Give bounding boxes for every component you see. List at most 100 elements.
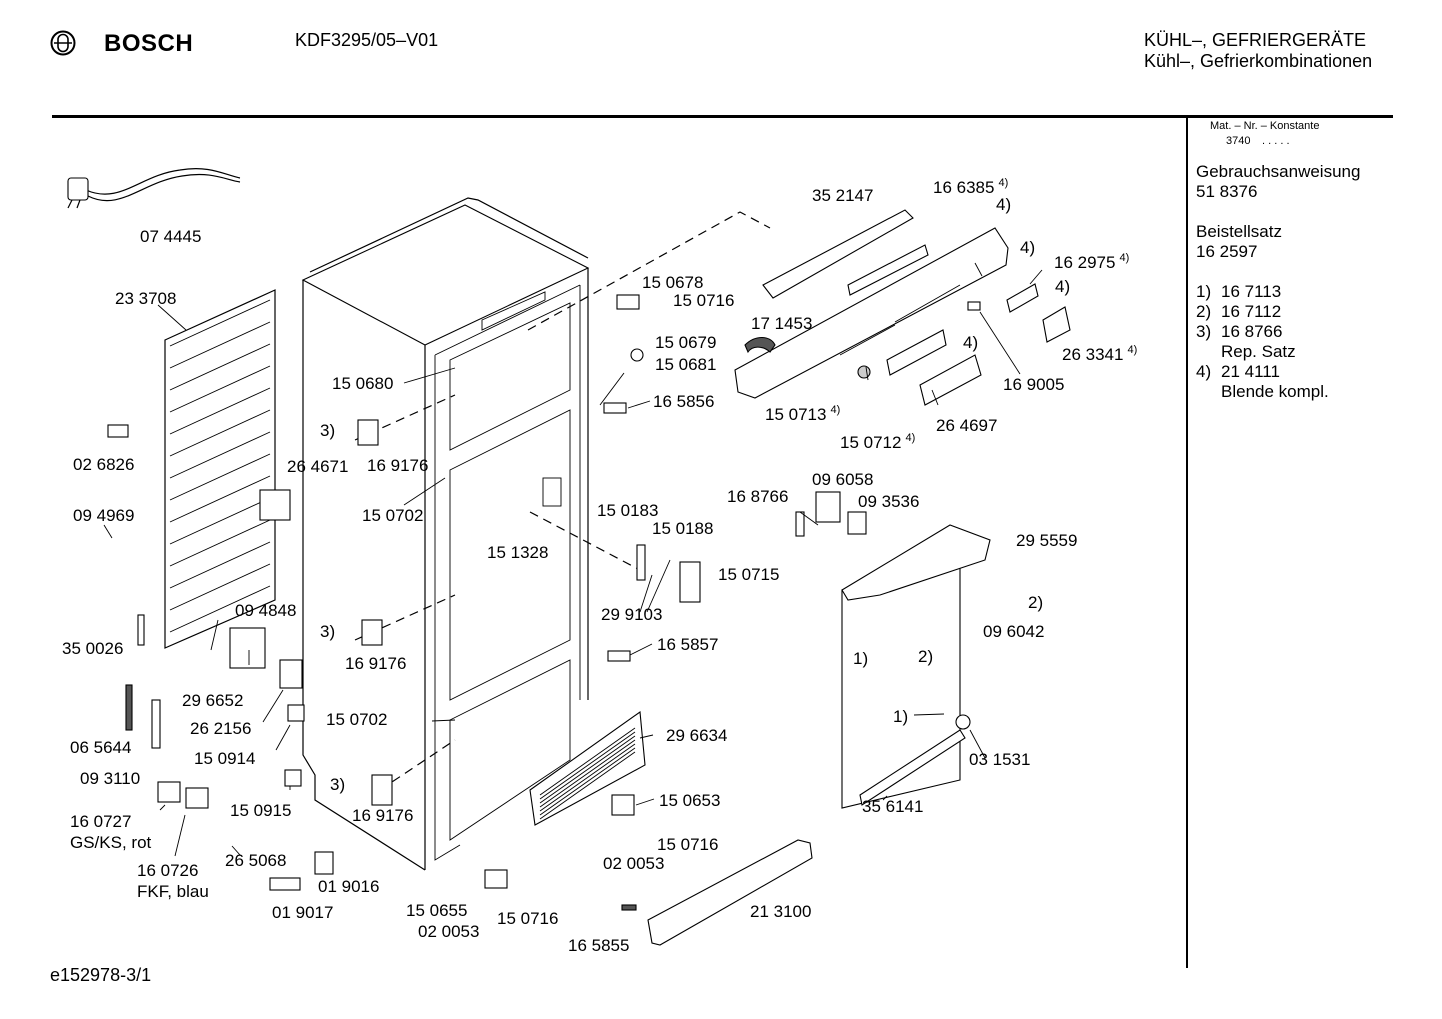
category-title: KÜHL–, GEFRIERGERÄTE xyxy=(1144,30,1367,50)
part-number-label: 26 2156 xyxy=(190,719,251,738)
note-number: 16 7112 xyxy=(1221,302,1282,321)
reference-mark: 1) xyxy=(853,649,868,668)
reference-mark: 2) xyxy=(918,647,933,666)
part-number-label: 16 9176 xyxy=(367,456,428,475)
manual-number: 51 8376 xyxy=(1196,182,1258,201)
part-number-label: 09 6058 xyxy=(812,470,873,489)
rear-cover xyxy=(841,524,991,809)
part-number-label: 09 3110 xyxy=(80,769,140,788)
mat-label: Mat. – Nr. – Konstante xyxy=(1210,120,1320,132)
part-number-label: 02 6826 xyxy=(73,455,134,474)
part-number-label: 35 6141 xyxy=(862,797,923,816)
note-number: 16 8766 xyxy=(1221,322,1283,341)
part-number-label: 16 0727 xyxy=(70,812,131,831)
footnote-marker: 4) xyxy=(905,432,915,444)
note-mark: 2) xyxy=(1196,302,1212,321)
part-number-label: 15 0653 xyxy=(659,791,720,810)
reference-mark: 4) xyxy=(1020,238,1035,257)
part-number-label: 35 0026 xyxy=(62,639,123,658)
part-number-label: 15 0183 xyxy=(597,501,658,520)
part-number-label: 15 0716 xyxy=(657,835,718,854)
model-number: KDF3295/05–V01 xyxy=(295,30,439,50)
part-number-label: 29 5559 xyxy=(1016,531,1077,550)
part-number-label: 02 0053 xyxy=(603,854,664,873)
part-number-label: 16 8766 xyxy=(727,487,788,506)
part-number-label: 01 9016 xyxy=(318,877,379,896)
power-cord xyxy=(67,168,241,209)
part-number-label: 09 4848 xyxy=(235,601,296,620)
part-number-label: 15 0915 xyxy=(230,801,291,820)
header-rule xyxy=(52,115,1393,118)
mat-value: 3740 xyxy=(1226,135,1251,147)
part-number-label: 16 5855 xyxy=(568,936,629,955)
part-number-label: 02 0053 xyxy=(418,922,479,941)
part-number-label: 16 9176 xyxy=(345,654,406,673)
footnote-marker: 4) xyxy=(830,404,840,416)
note-number: 16 7113 xyxy=(1221,282,1282,301)
part-number-label: 15 0702 xyxy=(326,710,387,729)
reference-mark: 4) xyxy=(1055,277,1070,296)
part-number-label: 16 5857 xyxy=(657,635,718,654)
part-number-label: 15 0681 xyxy=(655,355,716,374)
part-number-label: 15 0680 xyxy=(332,374,393,393)
part-number-label: 03 1531 xyxy=(969,750,1030,769)
part-number-label: 29 6652 xyxy=(182,691,243,710)
part-number-label: 16 6385 xyxy=(933,178,994,197)
part-number-label: 16 0726 xyxy=(137,861,198,880)
part-number-label: 15 0188 xyxy=(652,519,713,538)
part-number-label: 21 3100 xyxy=(750,902,811,921)
part-labels: 07 4445 23 3708 02 6826 09 4969 26 4671 15 06… xyxy=(62,177,1137,955)
note-text: Blende kompl. xyxy=(1221,382,1329,401)
control-panel xyxy=(734,209,1071,406)
mat-dots: . . . . . xyxy=(1262,135,1290,147)
part-number-label: 16 5856 xyxy=(653,392,714,411)
footnote-marker: 4) xyxy=(1119,252,1129,264)
category-subtitle: Kühl–, Gefrierkombinationen xyxy=(1144,51,1373,71)
part-number-label: 26 3341 xyxy=(1062,345,1123,364)
part-number-label: 15 1328 xyxy=(487,543,548,562)
part-number-label: 15 0715 xyxy=(718,565,779,584)
reference-mark: 1) xyxy=(893,707,908,726)
footnote-marker: 4) xyxy=(998,177,1008,189)
part-number-label: 09 3536 xyxy=(858,492,919,511)
note-text: Rep. Satz xyxy=(1221,342,1296,361)
small-parts xyxy=(107,294,981,911)
part-number-label: 15 0702 xyxy=(362,506,423,525)
part-number-label: 16 9176 xyxy=(352,806,413,825)
note-mark: 1) xyxy=(1196,282,1212,301)
part-number-label: 26 4671 xyxy=(287,457,348,476)
drawing-id: e152978-3/1 xyxy=(50,965,152,985)
part-number-label: 15 0679 xyxy=(655,333,716,352)
manual-label: Gebrauchsanweisung xyxy=(1196,162,1361,181)
part-number-label: 15 0716 xyxy=(673,291,734,310)
part-number-label: 17 1453 xyxy=(751,314,812,333)
reference-mark: 2) xyxy=(1028,593,1043,612)
reference-mark: 4) xyxy=(963,333,978,352)
part-number-label: FKF, blau xyxy=(137,882,209,901)
kit-number: 16 2597 xyxy=(1196,242,1258,261)
leader-lines xyxy=(103,262,1043,857)
part-number-label: 15 0716 xyxy=(497,909,558,928)
condenser xyxy=(164,289,276,649)
part-number-label: GS/KS, rot xyxy=(70,833,152,852)
part-number-label: 15 0655 xyxy=(406,901,467,920)
part-number-label: 15 0713 xyxy=(765,405,826,424)
part-number-label: 06 5644 xyxy=(70,738,131,757)
part-number-label: 09 4969 xyxy=(73,506,134,525)
part-number-label: 07 4445 xyxy=(140,227,201,246)
kit-label: Beistellsatz xyxy=(1196,222,1282,241)
bosch-logo-icon xyxy=(50,30,76,56)
part-number-label: 23 3708 xyxy=(115,289,176,308)
part-number-label: 16 9005 xyxy=(1003,375,1064,394)
reference-mark: 3) xyxy=(320,421,335,440)
part-number-label: 01 9017 xyxy=(272,903,333,922)
footnote-marker: 4) xyxy=(1127,344,1137,356)
evaporator-plate xyxy=(529,711,646,826)
sidebar-divider xyxy=(1186,118,1188,968)
plinth xyxy=(647,839,813,946)
cabinet xyxy=(301,197,590,871)
reference-mark: 3) xyxy=(330,775,345,794)
part-number-label: 16 2975 xyxy=(1054,253,1115,272)
part-number-label: 09 6042 xyxy=(983,622,1044,641)
